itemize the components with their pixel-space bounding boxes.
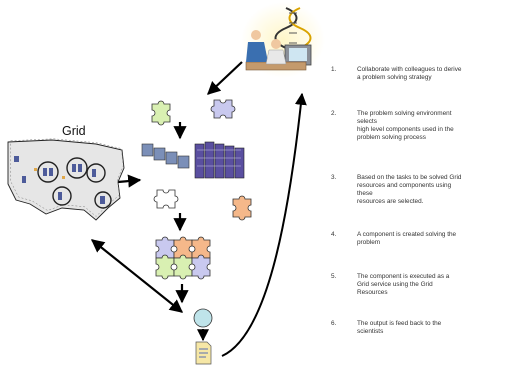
arrow-feedback-to-scientists	[221, 92, 307, 357]
step-number: 3.	[331, 174, 337, 181]
arrow-scientists-to-components	[207, 61, 243, 95]
step-number: 5.	[331, 273, 337, 280]
step-number: 1.	[331, 66, 337, 73]
step-text: The problem solving environment selects …	[357, 110, 454, 141]
arrow-grid-to-cluster	[117, 174, 142, 188]
usa-map-icon	[7, 138, 125, 221]
step-text: A component is created solving the probl…	[357, 231, 457, 246]
computer-cluster-icon	[141, 141, 245, 179]
step-number: 4.	[331, 231, 337, 238]
step-text: Based on the tasks to be solved Grid res…	[357, 174, 462, 205]
circle-node-icon	[193, 308, 213, 328]
step-number: 2.	[331, 110, 337, 117]
step-text: The component is executed as a Grid serv…	[357, 273, 450, 296]
document-icon	[195, 341, 212, 365]
puzzle-piece-icon	[151, 99, 236, 126]
arrow-grid-to-execution	[90, 239, 184, 313]
grid-label: Grid	[62, 124, 86, 138]
scientists-icon	[241, 2, 325, 78]
puzzle-piece-icon	[153, 189, 252, 221]
step-text: Collaborate with colleagues to derive a …	[357, 66, 462, 81]
step-text: The output is feed back to the scientist…	[357, 320, 442, 335]
step-number: 6.	[331, 320, 337, 327]
assembled-component-icon	[155, 236, 211, 280]
